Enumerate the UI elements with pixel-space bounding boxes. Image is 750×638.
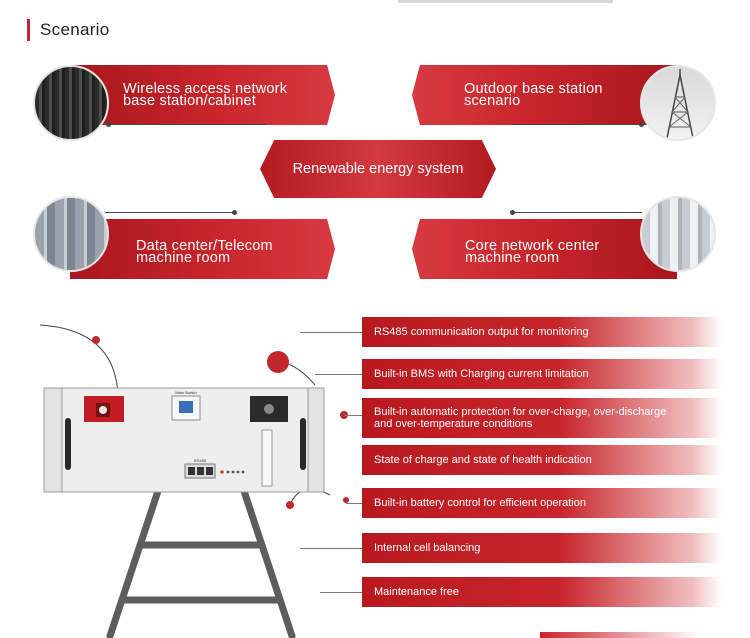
ladder-stand	[106, 487, 296, 638]
feature-connector	[300, 548, 362, 549]
heading-accent-bar	[27, 19, 30, 41]
scenario-label-core: Core network center machine room	[465, 238, 600, 266]
accent-dot	[267, 351, 289, 373]
scenario-label-datacenter: Data center/Telecom machine room	[136, 238, 273, 266]
scenario-label-wireless: Wireless access network base station/cab…	[123, 81, 288, 109]
accent-dot	[343, 497, 349, 503]
feature-connector	[315, 374, 362, 375]
feature-item: State of charge and state of health indi…	[362, 445, 722, 475]
feature-item-partial	[540, 632, 700, 638]
scenario-banner-outdoor: Outdoor base station scenario	[412, 65, 677, 125]
data-center-photo	[33, 196, 109, 272]
feature-item: Internal cell balancing	[362, 533, 722, 563]
feature-item: RS485 communication output for monitorin…	[362, 317, 722, 347]
accent-dot	[286, 501, 294, 509]
connector-line	[105, 210, 237, 215]
scenario-banner-core: Core network center machine room	[412, 219, 677, 279]
feature-item: Built-in BMS with Charging current limit…	[362, 359, 722, 389]
feature-item: Maintenance free	[362, 577, 722, 607]
tower-icon	[666, 69, 694, 139]
svg-text:Main Switch: Main Switch	[175, 390, 197, 395]
scenario-banner-datacenter: Data center/Telecom machine room	[70, 219, 335, 279]
scenario-label-outdoor: Outdoor base station scenario	[464, 81, 603, 109]
telecom-tower-photo	[640, 65, 716, 141]
scenario-banner-wireless: Wireless access network base station/cab…	[70, 65, 335, 125]
core-network-photo	[640, 196, 716, 272]
feature-item: Built-in battery control for efficient o…	[362, 488, 722, 518]
scenario-label-renewable: Renewable energy system	[292, 161, 464, 177]
feature-connector	[344, 415, 362, 416]
feature-connector	[346, 503, 362, 504]
svg-text:RS485: RS485	[194, 458, 207, 463]
feature-connector	[320, 592, 362, 593]
scenario-banner-renewable: Renewable energy system	[260, 140, 496, 198]
connector-line	[512, 122, 644, 127]
feature-item: Built-in automatic protection for over-c…	[362, 398, 722, 438]
feature-connector	[300, 332, 362, 333]
section-heading: Scenario	[27, 18, 110, 42]
top-divider	[398, 0, 613, 3]
server-cabinet-photo	[33, 65, 109, 141]
section-title: Scenario	[40, 20, 110, 39]
connector-line	[510, 210, 642, 215]
accent-dot	[92, 336, 100, 344]
connector-line	[106, 122, 266, 127]
